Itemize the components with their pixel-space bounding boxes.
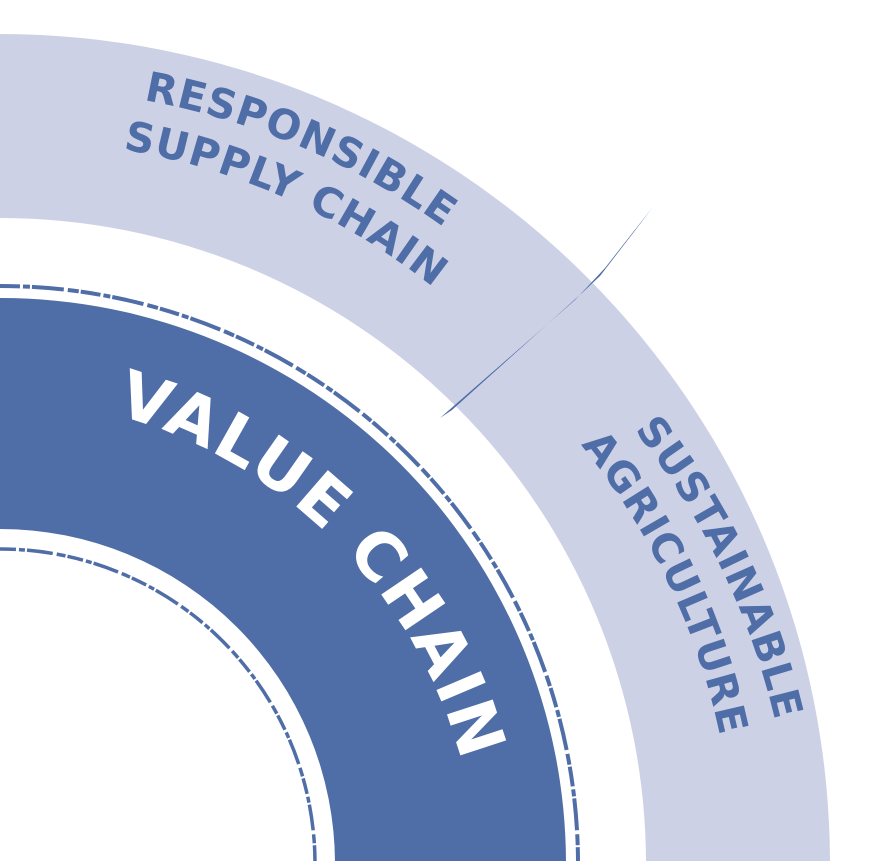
inner-ring-edge-outer: [0, 284, 580, 861]
inner-ring-edge-inner: [0, 547, 317, 861]
inner-ring: [0, 298, 566, 861]
outer-ring: [0, 34, 830, 861]
